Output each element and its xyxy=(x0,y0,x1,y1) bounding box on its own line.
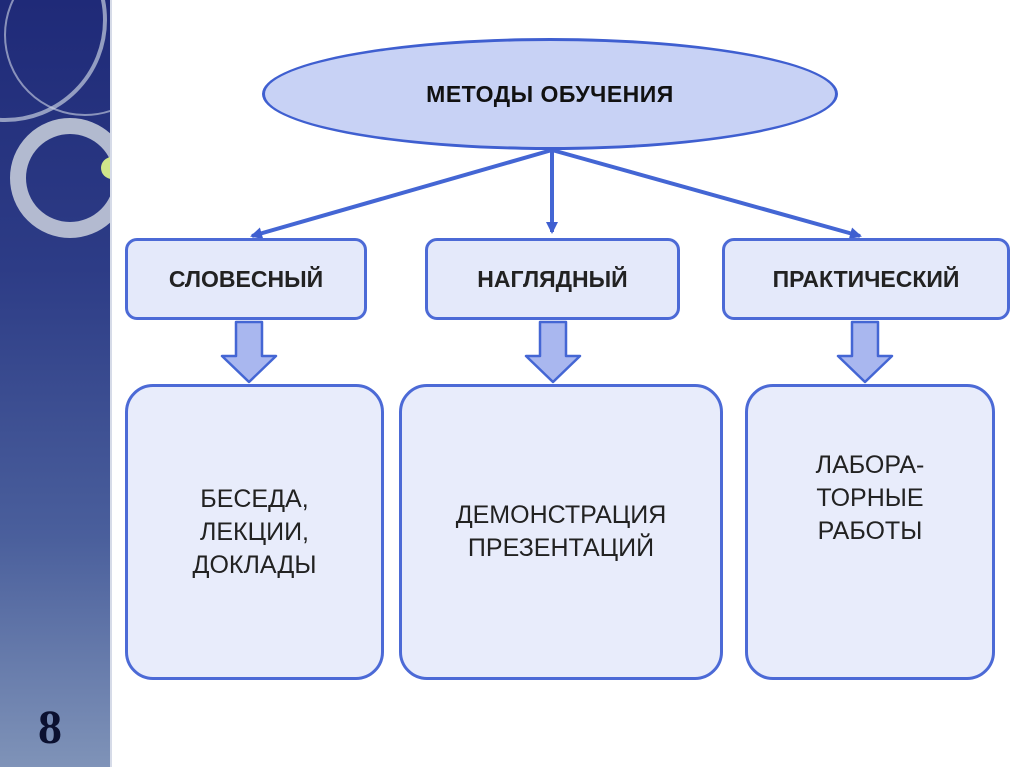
connector-line-left xyxy=(250,148,553,240)
root-ellipse: МЕТОДЫ ОБУЧЕНИЯ xyxy=(262,38,838,150)
examples-text: БЕСЕДА, ЛЕКЦИИ, ДОКЛАДЫ xyxy=(192,484,317,579)
category-box-practical: ПРАКТИЧЕСКИЙ xyxy=(722,238,1010,320)
category-label: НАГЛЯДНЫЙ xyxy=(477,265,628,292)
category-box-verbal: СЛОВЕСНЫЙ xyxy=(125,238,367,320)
down-arrow-icon xyxy=(220,320,278,384)
examples-text: ДЕМОНСТРАЦИЯ ПРЕЗЕНТАЦИЙ xyxy=(455,501,667,562)
category-label: ПРАКТИЧЕСКИЙ xyxy=(772,265,960,292)
decorative-sidebar: 8 xyxy=(0,0,110,767)
examples-box-practical: ЛАБОРА- ТОРНЫЕ РАБОТЫ xyxy=(745,384,995,680)
category-label: СЛОВЕСНЫЙ xyxy=(168,265,324,292)
down-arrow-icon xyxy=(836,320,894,384)
slide-number: 8 xyxy=(38,701,62,754)
examples-box-visual: ДЕМОНСТРАЦИЯ ПРЕЗЕНТАЦИЙ xyxy=(399,384,723,680)
examples-box-verbal: БЕСЕДА, ЛЕКЦИИ, ДОКЛАДЫ xyxy=(125,384,384,680)
category-box-visual: НАГЛЯДНЫЙ xyxy=(425,238,680,320)
down-arrow-icon xyxy=(524,320,582,384)
examples-text: ЛАБОРА- ТОРНЫЕ РАБОТЫ xyxy=(815,450,925,545)
connector-line-right xyxy=(551,148,862,240)
root-label: МЕТОДЫ ОБУЧЕНИЯ xyxy=(426,80,674,107)
decorative-circles xyxy=(0,0,110,238)
sidebar-divider xyxy=(110,0,112,767)
